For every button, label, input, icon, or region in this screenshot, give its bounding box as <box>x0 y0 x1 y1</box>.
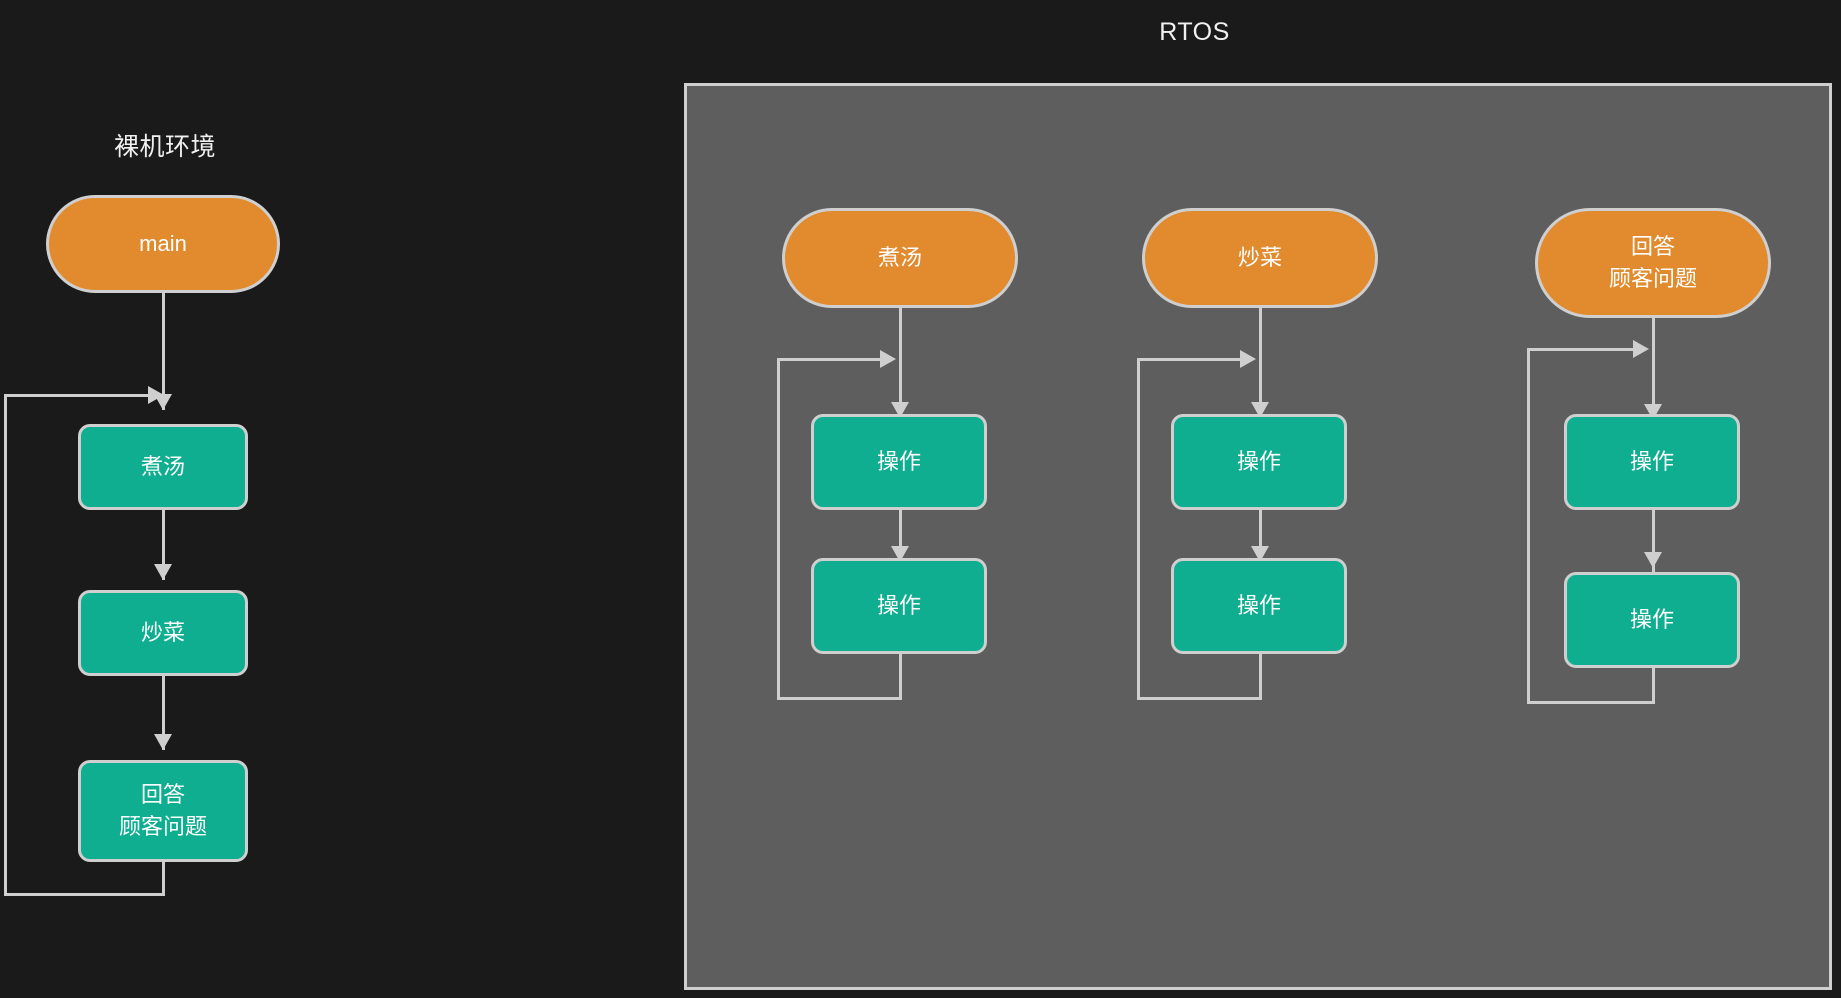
edge-task2-loop-top <box>1137 358 1245 361</box>
rtos-task-2-operation-1-label: 操作 <box>1236 449 1281 475</box>
rtos-task-1-node[interactable]: 煮汤 <box>782 208 1018 308</box>
rtos-task-1-operation-2-label: 操作 <box>876 593 921 619</box>
edge-step1-to-step2 <box>162 510 165 580</box>
edge-task2-loop-left <box>1137 358 1140 700</box>
bare-metal-step-3-label-line2: 顾客问题 <box>118 814 207 839</box>
edge-task3-loop-left <box>1527 348 1530 704</box>
bare-metal-step-3-label-line1: 回答 <box>140 782 185 808</box>
rtos-task-1-operation-1[interactable]: 操作 <box>811 414 987 510</box>
edge-main-to-step1 <box>162 293 165 410</box>
edge-loop-top <box>4 394 154 397</box>
rtos-task-2-label: 炒菜 <box>1237 245 1282 271</box>
edge-task2-loop-bottom <box>1137 697 1262 700</box>
rtos-task-2-node[interactable]: 炒菜 <box>1142 208 1378 308</box>
edge-task2-loop-down <box>1259 654 1262 700</box>
arrowhead-task1-loop <box>880 350 896 368</box>
edge-task2-to-op1 <box>1259 308 1262 418</box>
bare-metal-step-3[interactable]: 回答 顾客问题 <box>78 760 248 862</box>
rtos-task-3-operation-2-label: 操作 <box>1629 607 1674 633</box>
edge-task1-loop-down <box>899 654 902 700</box>
arrowhead-loop-into-step1 <box>148 386 164 404</box>
rtos-task-1-label: 煮汤 <box>877 245 922 271</box>
bare-metal-title: 裸机环境 <box>113 133 216 161</box>
bare-metal-step-2[interactable]: 炒菜 <box>78 590 248 676</box>
rtos-task-2-operation-2-label: 操作 <box>1236 593 1281 619</box>
edge-task3-op1-to-op2 <box>1652 510 1655 582</box>
arrowhead-step1-to-step2 <box>154 564 172 580</box>
arrowhead-task2-loop <box>1240 350 1256 368</box>
edge-loop-left <box>4 394 7 896</box>
edge-task1-to-op1 <box>899 308 902 418</box>
bare-metal-step-2-label: 炒菜 <box>140 620 185 646</box>
edge-task1-loop-top <box>777 358 885 361</box>
rtos-task-3-operation-2[interactable]: 操作 <box>1564 572 1740 668</box>
edge-task3-loop-down <box>1652 668 1655 704</box>
arrowhead-task3-loop <box>1633 340 1649 358</box>
rtos-title: RTOS <box>1159 18 1230 46</box>
edge-task1-loop-bottom <box>777 697 902 700</box>
rtos-task-3-operation-1[interactable]: 操作 <box>1564 414 1740 510</box>
edge-loop-down <box>162 862 165 896</box>
bare-metal-step-1-label: 煮汤 <box>140 454 185 480</box>
rtos-task-3-operation-1-label: 操作 <box>1629 449 1674 475</box>
arrowhead-step2-to-step3 <box>154 734 172 750</box>
rtos-task-1-operation-2[interactable]: 操作 <box>811 558 987 654</box>
arrowhead-task3-op1-to-op2 <box>1644 552 1662 568</box>
edge-task3-to-op1 <box>1652 318 1655 422</box>
rtos-task-1-operation-1-label: 操作 <box>876 449 921 475</box>
edge-task1-loop-left <box>777 358 780 700</box>
bare-metal-step-1[interactable]: 煮汤 <box>78 424 248 510</box>
edge-task2-op1-to-op2 <box>1259 510 1262 576</box>
rtos-task-2-operation-2[interactable]: 操作 <box>1171 558 1347 654</box>
edge-step2-to-step3 <box>162 676 165 750</box>
edge-task3-loop-top <box>1527 348 1638 351</box>
bare-metal-main-label: main <box>139 231 187 257</box>
rtos-task-3-label-line2: 顾客问题 <box>1608 266 1697 291</box>
edge-loop-bottom <box>4 893 165 896</box>
edge-task3-loop-bottom <box>1527 701 1655 704</box>
edge-task1-op1-to-op2 <box>899 510 902 576</box>
rtos-task-2-operation-1[interactable]: 操作 <box>1171 414 1347 510</box>
bare-metal-main-node[interactable]: main <box>46 195 280 293</box>
rtos-task-3-label-line1: 回答 <box>1630 234 1675 260</box>
rtos-task-3-node[interactable]: 回答 顾客问题 <box>1535 208 1771 318</box>
